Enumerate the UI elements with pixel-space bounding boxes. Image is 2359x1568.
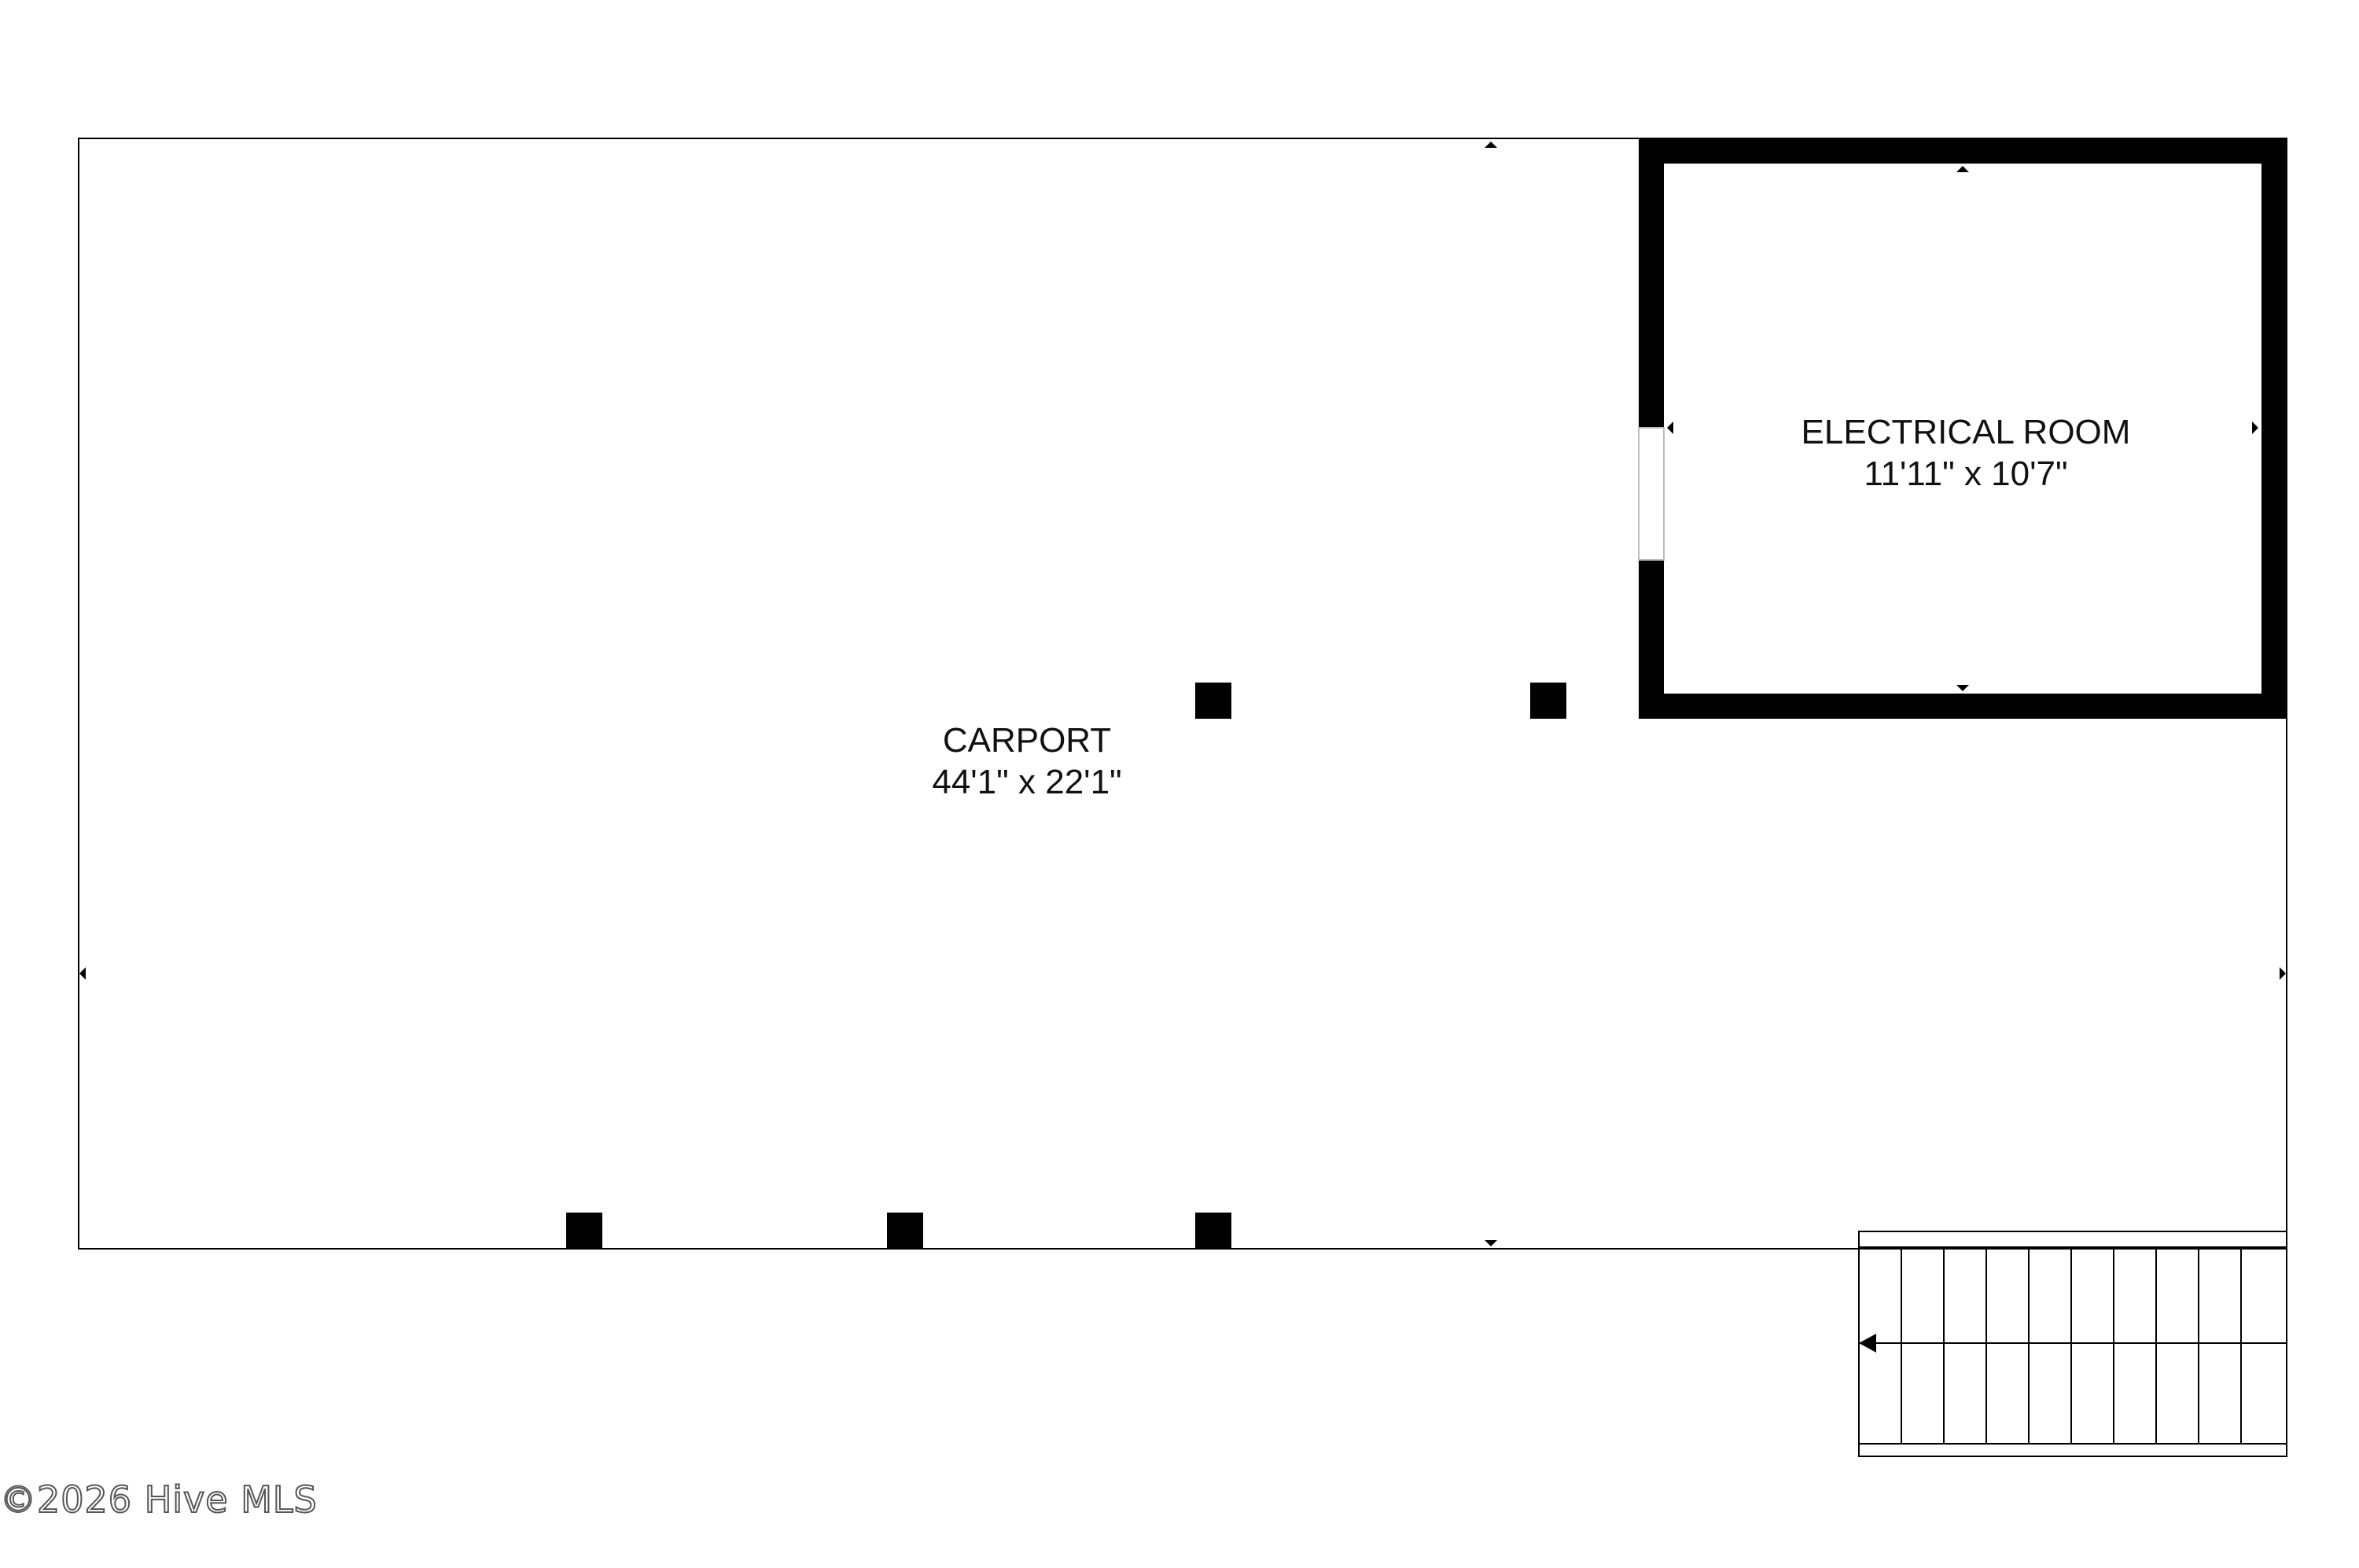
dimension-markers: [79, 142, 2286, 1246]
post: [1195, 683, 1231, 719]
post: [1530, 683, 1566, 719]
post: [1195, 1213, 1231, 1249]
copyright-watermark: ©2026 Hive MLS: [0, 1478, 318, 1522]
post: [887, 1213, 923, 1249]
carport-dimensions: 44'1" x 22'1": [932, 762, 1122, 801]
electrical-room-dimensions: 11'11" x 10'7": [1864, 454, 2068, 493]
electrical-room-door: [1638, 427, 1665, 561]
electrical-room-name: ELECTRICAL ROOM: [1801, 413, 2131, 451]
stairs: [1858, 1231, 2287, 1457]
support-posts: [566, 683, 1566, 1249]
electrical-room-walls: [1639, 138, 2287, 719]
post: [566, 1213, 602, 1249]
stairs-direction-arrow-icon: [1859, 1334, 1876, 1353]
electrical-room-label: ELECTRICAL ROOM 11'11" x 10'7": [1730, 412, 2202, 495]
carport-name: CARPORT: [942, 721, 1112, 760]
carport-label: CARPORT 44'1" x 22'1": [870, 720, 1184, 804]
